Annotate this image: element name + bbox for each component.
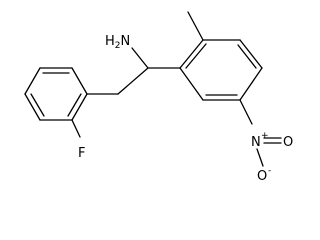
bond-ring-a-6 — [24, 67, 41, 95]
bond-nitro-n-o-single — [256, 148, 264, 167]
bond-ring-a-2 — [71, 67, 88, 95]
nitro-oxygen-single-charge: - — [268, 166, 271, 176]
fluorophenyl-ring — [24, 67, 88, 121]
bond-carbon-fluorine — [71, 119, 81, 138]
fluorine-label: F — [78, 146, 85, 161]
methyl-nitrophenyl-ring — [179, 39, 263, 101]
bond-ring-to-methyl — [187, 11, 204, 41]
nitro-oxygen-double-label: O — [283, 135, 293, 150]
bond-ring-a-5 — [24, 93, 41, 121]
nitro-nitrogen-charge: + — [261, 131, 269, 141]
bond-ch2-to-ch — [117, 67, 149, 95]
bond-ring-b-3 — [239, 39, 263, 69]
bond-ring-to-nitro — [239, 99, 253, 125]
bond-ring-a-inner-3 — [30, 93, 45, 117]
bond-ring-b-4 — [239, 67, 263, 101]
nitro-nitrogen-label: N — [251, 135, 261, 150]
bond-ring-b-6 — [179, 67, 204, 101]
amine-label: H2N — [105, 34, 130, 51]
bond-ring-a-inner-2 — [67, 93, 82, 117]
chemical-structure: F H2N N + O O - — [24, 11, 293, 184]
bond-ring-b-inner-1 — [185, 43, 207, 69]
bond-ring-a-3 — [71, 93, 88, 121]
bond-ch-to-amine — [131, 47, 149, 69]
bond-ring-b-inner-2 — [237, 44, 257, 69]
bond-ring-b-1 — [179, 39, 204, 69]
nitro-oxygen-single-label: O — [257, 169, 267, 184]
